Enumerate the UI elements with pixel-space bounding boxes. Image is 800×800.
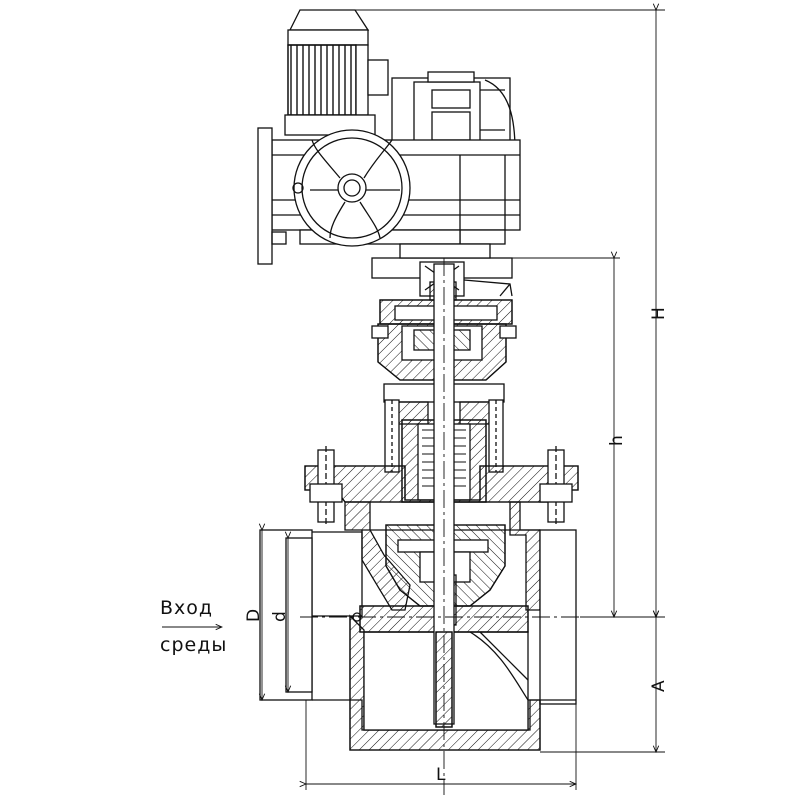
valve-body — [259, 501, 577, 751]
dimension-A-label: A — [649, 680, 669, 692]
dimension-lines — [162, 10, 665, 790]
body-flange — [304, 446, 579, 526]
dimension-d-label: d — [270, 611, 290, 622]
center-lines — [300, 258, 600, 795]
dimension-L-label: L — [436, 765, 446, 785]
inlet-label-line1: Вход — [160, 597, 213, 619]
dimension-h-label: h — [607, 435, 627, 446]
dimension-H-label: H — [649, 307, 669, 320]
dimension-D-label: D — [244, 609, 264, 622]
handwheel — [292, 129, 411, 247]
inlet-label-line2: среды — [160, 634, 227, 656]
electric-actuator — [257, 9, 521, 279]
